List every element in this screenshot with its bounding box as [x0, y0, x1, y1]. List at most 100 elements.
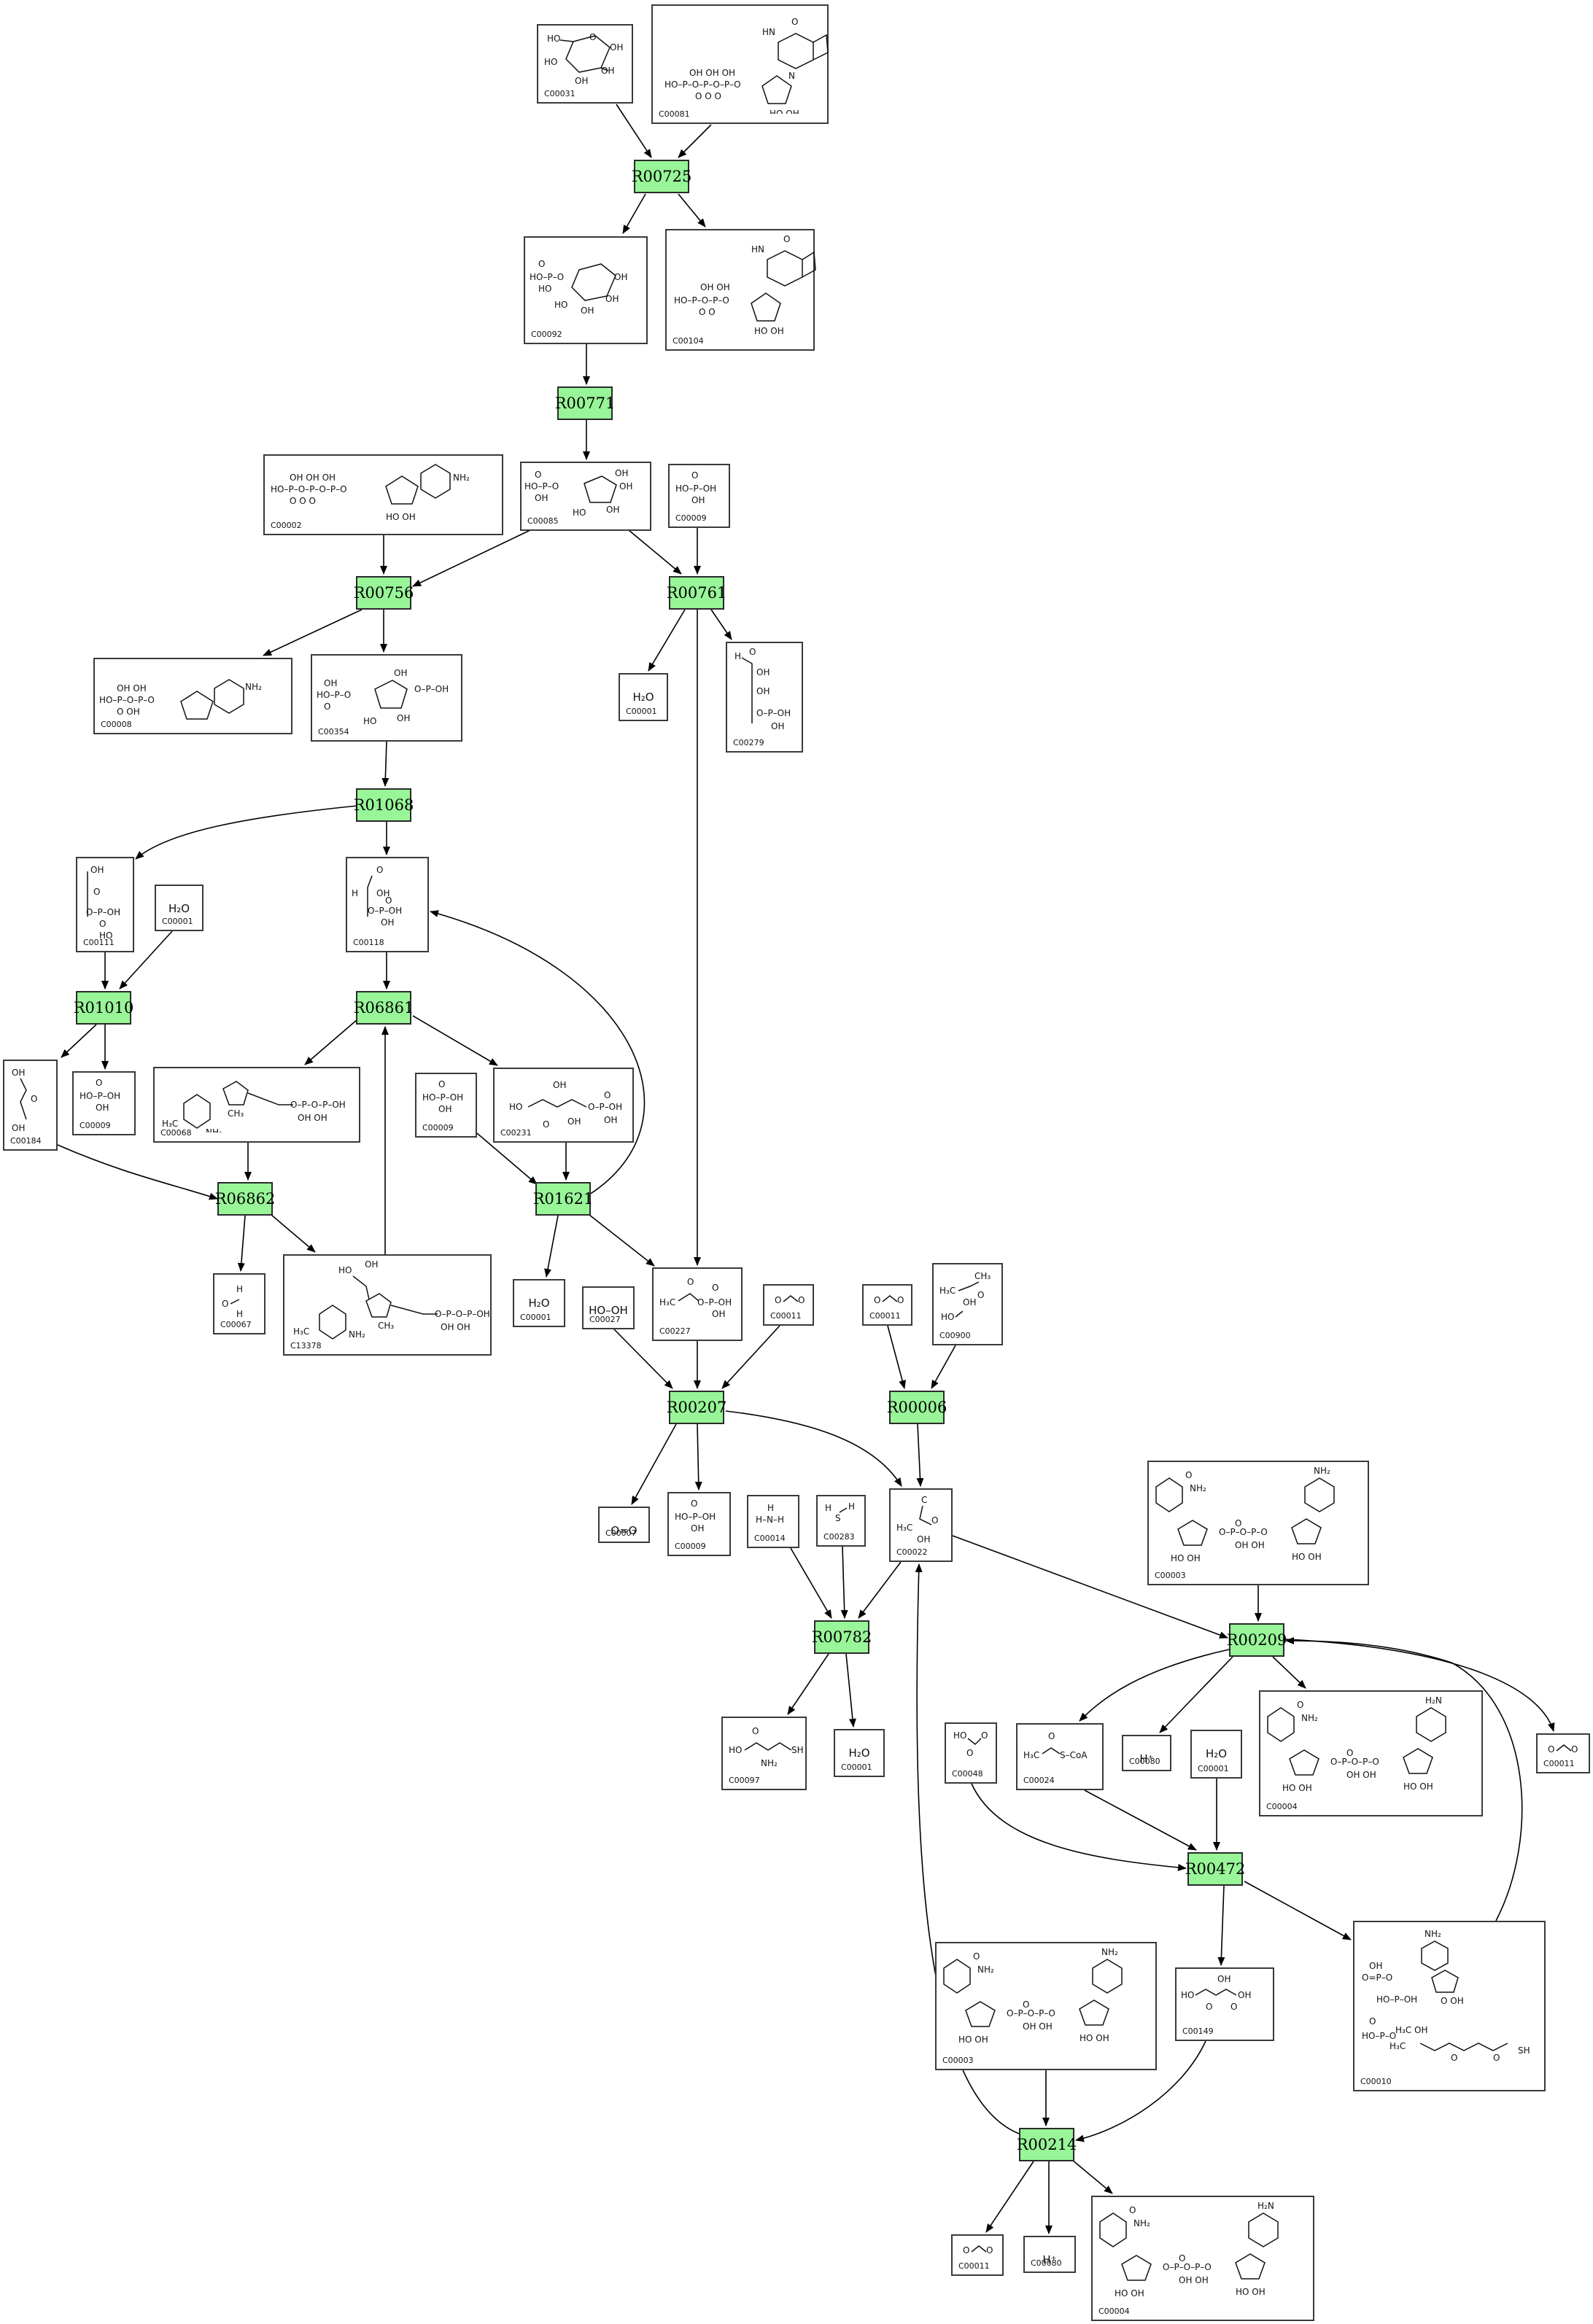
compound-formula: H₂O — [168, 902, 190, 915]
svg-text:O: O — [222, 1299, 228, 1309]
compound-c00080a[interactable]: H⁺C00080 — [1122, 1735, 1171, 1771]
edge-23 — [412, 1015, 498, 1066]
reaction-r00725[interactable]: R00725 — [632, 160, 691, 193]
svg-text:HO OH: HO OH — [386, 512, 416, 522]
svg-text:O–P–O–P–OH: O–P–O–P–OH — [290, 1100, 346, 1110]
compound-id-label: C00009 — [675, 513, 707, 523]
svg-text:O: O — [538, 259, 545, 269]
edge-46 — [790, 1547, 832, 1619]
reaction-r00209[interactable]: R00209 — [1227, 1623, 1287, 1657]
compound-c00080b[interactable]: H⁺C00080 — [1023, 2236, 1076, 2273]
compound-id-label: C00085 — [527, 516, 559, 526]
compound-id-label: C00024 — [1023, 1776, 1055, 1785]
svg-text:HO–P–O: HO–P–O — [530, 272, 564, 282]
svg-text:NH₂: NH₂ — [1425, 1929, 1441, 1939]
reaction-r00756[interactable]: R00756 — [354, 576, 414, 610]
compound-id-label: C00227 — [659, 1326, 691, 1336]
svg-text:O: O — [966, 1748, 973, 1758]
svg-text:NH₂: NH₂ — [349, 1329, 365, 1340]
reaction-r01010[interactable]: R01010 — [74, 991, 133, 1025]
svg-text:O: O — [1023, 2000, 1029, 2010]
svg-text:HO: HO — [941, 1312, 954, 1322]
compound-id-label: C00002 — [271, 521, 302, 530]
svg-text:HO: HO — [338, 1265, 352, 1275]
svg-text:HO: HO — [544, 57, 557, 67]
reaction-r00782[interactable]: R00782 — [812, 1620, 872, 1654]
reaction-r00472[interactable]: R00472 — [1185, 1852, 1245, 1886]
svg-text:O: O — [96, 1078, 102, 1088]
reaction-r00761[interactable]: R00761 — [667, 576, 726, 610]
reaction-r01621[interactable]: R01621 — [533, 1182, 593, 1216]
svg-text:OH: OH — [553, 1080, 566, 1090]
edge-51 — [1079, 1649, 1230, 1722]
reaction-r06862[interactable]: R06862 — [215, 1182, 275, 1216]
compound-id-label: C00027 — [589, 1315, 621, 1324]
edge-26 — [237, 1215, 246, 1272]
svg-text:O: O — [712, 1283, 718, 1293]
reaction-r00771[interactable]: R00771 — [555, 386, 615, 420]
svg-text:HO–P–O–P–O–P–O: HO–P–O–P–O–P–O — [664, 79, 741, 90]
compound-id-label: C00279 — [733, 738, 764, 747]
reaction-r00214[interactable]: R00214 — [1017, 2128, 1077, 2161]
svg-text:OH: OH — [397, 713, 410, 723]
reaction-r01068[interactable]: R01068 — [354, 788, 414, 822]
reaction-r06861[interactable]: R06861 — [354, 991, 414, 1025]
svg-text:HO–P–OH: HO–P–OH — [80, 1091, 120, 1101]
svg-text:O: O — [543, 1119, 549, 1130]
reaction-r00207[interactable]: R00207 — [667, 1391, 726, 1424]
reaction-r00006[interactable]: R00006 — [887, 1391, 947, 1424]
svg-text:O: O — [783, 234, 790, 244]
